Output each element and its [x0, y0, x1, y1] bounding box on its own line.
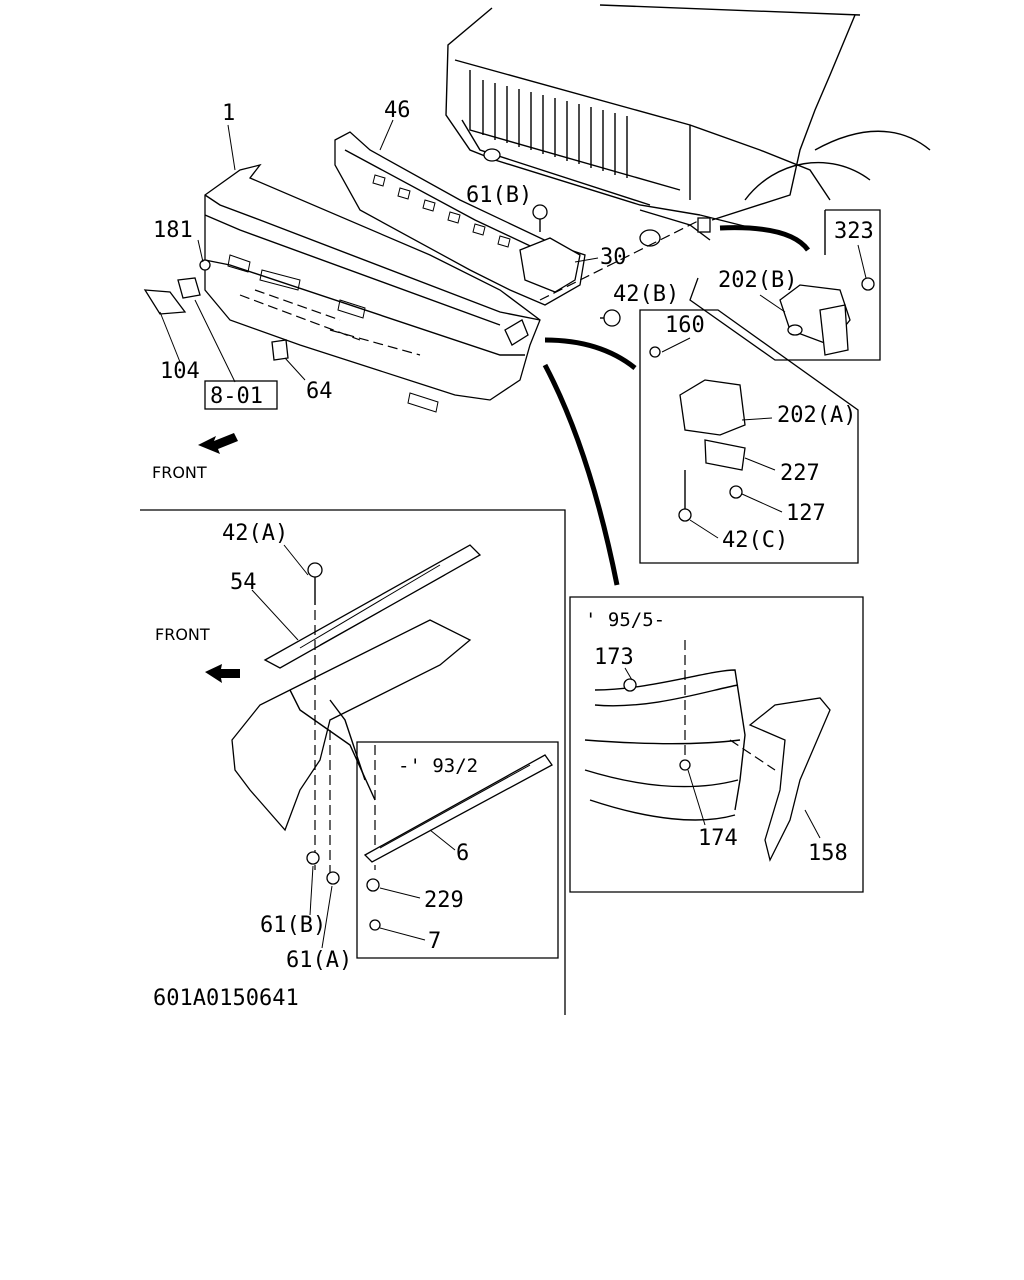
callout-42b: 42(B) — [613, 282, 679, 307]
callout-30: 30 — [600, 245, 627, 270]
ref-box-label: 8-01 — [210, 384, 263, 409]
callout-64: 64 — [306, 379, 333, 404]
callout-61a: 61(A) — [286, 948, 352, 973]
callout-202b: 202(B) — [718, 268, 797, 293]
callout-104: 104 — [160, 359, 200, 384]
callout-1: 1 — [222, 101, 235, 126]
fasteners-top — [143, 204, 621, 361]
callout-229: 229 — [424, 888, 464, 913]
front-arrow-lower — [205, 664, 240, 683]
callout-127: 127 — [786, 501, 826, 526]
vehicle-front-drawing — [445, 4, 931, 247]
callout-173: 173 — [594, 645, 634, 670]
callout-174: 174 — [698, 826, 738, 851]
callout-227: 227 — [780, 461, 820, 486]
callout-54: 54 — [230, 570, 257, 595]
callout-181: 181 — [153, 218, 193, 243]
callout-323: 323 — [834, 219, 874, 244]
callout-6: 6 — [456, 841, 469, 866]
callout-160: 160 — [665, 313, 705, 338]
callout-7: 7 — [428, 929, 441, 954]
callout-61b-low: 61(B) — [260, 913, 326, 938]
front-arrow-upper — [198, 433, 238, 454]
inset-93 — [356, 741, 559, 959]
callout-42a: 42(A) — [222, 521, 288, 546]
callout-202a: 202(A) — [777, 403, 856, 428]
drawing-id: 601A0150641 — [153, 986, 299, 1011]
bumper-underside-drawing — [231, 544, 482, 885]
callout-42c: 42(C) — [722, 528, 788, 553]
bracket-a-inset — [542, 309, 859, 586]
inset-93-label: -' 93/2 — [398, 755, 478, 777]
callout-158: 158 — [808, 841, 848, 866]
lower-section-frame — [140, 509, 566, 1015]
bracket-b-inset — [689, 209, 881, 361]
front-bumper-drawing — [204, 163, 541, 413]
inset-95 — [569, 596, 864, 893]
front-label-upper: FRONT — [152, 463, 207, 482]
front-label-lower: FRONT — [155, 625, 210, 644]
callout-46: 46 — [384, 98, 411, 123]
ref-box-frame — [204, 380, 278, 410]
leader-lines — [159, 119, 867, 949]
inset-95-label: ' 95/5- — [585, 609, 665, 631]
callout-61b-top: 61(B) — [466, 183, 532, 208]
bumper-reinforcement-drawing — [334, 131, 701, 306]
